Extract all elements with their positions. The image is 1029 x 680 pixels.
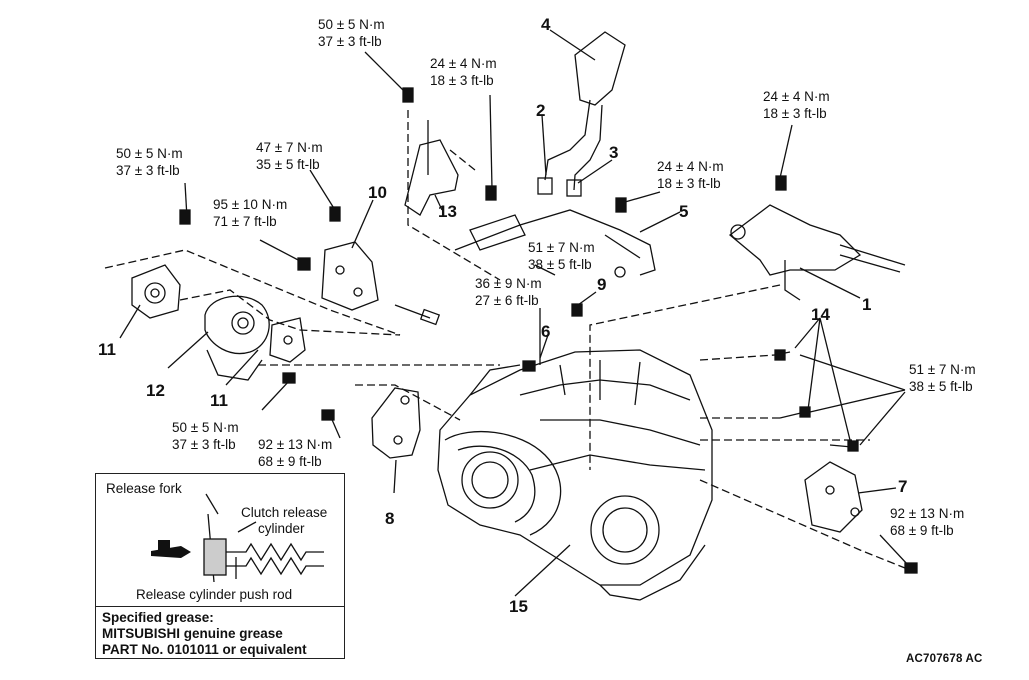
torque-nm: 47 ± 7 N·m [256, 140, 323, 155]
callout-6: 6 [541, 322, 551, 341]
torque-nm: 24 ± 4 N·m [430, 56, 497, 71]
callout-9: 9 [597, 275, 607, 294]
torque-nm: 51 ± 7 N·m [909, 362, 976, 377]
torque-nm: 24 ± 4 N·m [763, 89, 830, 104]
callout-14: 14 [811, 305, 830, 324]
torque-nm: 50 ± 5 N·m [318, 17, 385, 32]
torque-label-50-left: 50 ± 5 N·m 37 ± 3 ft-lb [116, 145, 183, 179]
inset-release-fork-detail: Release fork Clutch release cylinder Rel… [95, 473, 345, 659]
torque-ftlb: 38 ± 5 ft-lb [528, 257, 592, 272]
torque-ftlb: 37 ± 3 ft-lb [172, 437, 236, 452]
mount-bracket-11 [131, 264, 181, 319]
bracket-8 [371, 387, 421, 459]
torque-ftlb: 68 ± 9 ft-lb [258, 454, 322, 469]
torque-nm: 50 ± 5 N·m [116, 146, 183, 161]
callout-3: 3 [609, 143, 619, 162]
torque-label-50-bottom: 50 ± 5 N·m 37 ± 3 ft-lb [172, 419, 239, 453]
torque-label-47: 47 ± 7 N·m 35 ± 5 ft-lb [256, 139, 323, 173]
transaxle-outline [437, 349, 713, 586]
torque-ftlb: 71 ± 7 ft-lb [213, 214, 277, 229]
torque-ftlb: 35 ± 5 ft-lb [256, 157, 320, 172]
torque-label-92-left: 92 ± 13 N·m 68 ± 9 ft-lb [258, 436, 332, 470]
torque-nm: 50 ± 5 N·m [172, 420, 239, 435]
callout-7: 7 [898, 477, 908, 496]
torque-label-top: 50 ± 5 N·m 37 ± 3 ft-lb [318, 16, 385, 50]
torque-ftlb: 38 ± 5 ft-lb [909, 379, 973, 394]
callout-10: 10 [368, 183, 387, 202]
grease-spec-part: PART No. 0101011 or equivalent [102, 642, 307, 657]
callout-15: 15 [509, 597, 528, 616]
inset-divider [96, 606, 344, 607]
torque-ftlb: 18 ± 3 ft-lb [657, 176, 721, 191]
callout-11-lower: 11 [210, 391, 228, 410]
torque-nm: 51 ± 7 N·m [528, 240, 595, 255]
torque-ftlb: 37 ± 3 ft-lb [318, 34, 382, 49]
torque-label-92-right: 92 ± 13 N·m 68 ± 9 ft-lb [890, 505, 964, 539]
torque-label-36: 36 ± 9 N·m 27 ± 6 ft-lb [475, 275, 542, 309]
callout-11-upper: 11 [98, 340, 116, 359]
bracket-13 [404, 139, 459, 216]
torque-nm: 95 ± 10 N·m [213, 197, 288, 212]
torque-label-24-b: 24 ± 4 N·m 18 ± 3 ft-lb [763, 88, 830, 122]
cylinder-label: cylinder [258, 521, 305, 536]
grease-gun-icon [151, 540, 191, 558]
torque-ftlb: 37 ± 3 ft-lb [116, 163, 180, 178]
callout-1: 1 [862, 295, 872, 314]
torque-label-51-mid: 51 ± 7 N·m 38 ± 5 ft-lb [528, 239, 595, 273]
torque-nm: 36 ± 9 N·m [475, 276, 542, 291]
mount-12 [204, 295, 270, 355]
clutch-release-label: Clutch release [241, 505, 328, 520]
torque-ftlb: 18 ± 3 ft-lb [763, 106, 827, 121]
bracket-7 [804, 461, 863, 533]
push-rod-label: Release cylinder push rod [136, 587, 293, 602]
callout-4: 4 [541, 15, 551, 34]
torque-nm: 92 ± 13 N·m [890, 506, 965, 521]
torque-ftlb: 27 ± 6 ft-lb [475, 293, 539, 308]
callout-8: 8 [385, 509, 395, 528]
torque-label-51-right: 51 ± 7 N·m 38 ± 5 ft-lb [909, 361, 976, 395]
torque-label-95: 95 ± 10 N·m 71 ± 7 ft-lb [213, 196, 287, 230]
torque-ftlb: 18 ± 3 ft-lb [430, 73, 494, 88]
release-fork-label: Release fork [106, 481, 182, 496]
torque-label-24-c: 24 ± 4 N·m 18 ± 3 ft-lb [657, 158, 724, 192]
torque-ftlb: 68 ± 9 ft-lb [890, 523, 954, 538]
bracket-10 [321, 241, 379, 311]
inset-art [151, 493, 324, 583]
torque-nm: 24 ± 4 N·m [657, 159, 724, 174]
hose-4 [574, 31, 626, 106]
cylinder-assy-1 [728, 204, 862, 276]
grease-spec-brand: MITSUBISHI genuine grease [102, 626, 283, 641]
document-id: AC707678 AC [906, 653, 983, 665]
callout-13: 13 [438, 202, 457, 221]
torque-label-24-a: 24 ± 4 N·m 18 ± 3 ft-lb [430, 55, 497, 89]
callout-12: 12 [146, 381, 165, 400]
callout-5: 5 [679, 202, 689, 221]
grease-spec-title: Specified grease: [102, 610, 214, 625]
callout-2: 2 [536, 101, 546, 120]
torque-nm: 92 ± 13 N·m [258, 437, 333, 452]
